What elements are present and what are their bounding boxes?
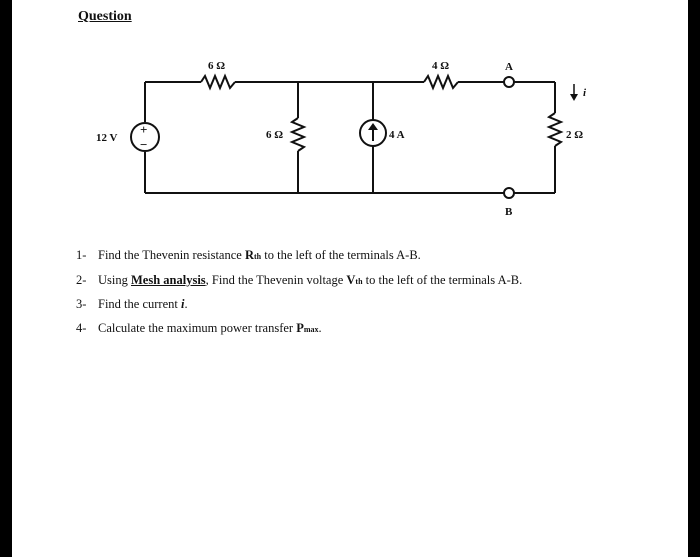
label-current-i: i: [583, 87, 587, 99]
voltage-source-icon: [130, 122, 160, 152]
question-3-number: 3-: [76, 297, 87, 311]
question-1-text: Find the Thevenin resistance: [98, 248, 245, 262]
question-1-tail: to the left of the terminals A-B.: [261, 248, 421, 262]
source-plus-sign: +: [140, 122, 147, 137]
label-6ohm-mid: 6 Ω: [266, 129, 283, 141]
question-2-middle: , Find the Thevenin voltage: [205, 273, 347, 287]
terminal-a-node: [503, 76, 515, 88]
resistor-4ohm: [423, 73, 459, 91]
question-1-subscript: th: [254, 252, 262, 261]
current-i-arrow-head: [570, 94, 578, 101]
question-2-symbol: V: [346, 273, 356, 287]
question-2-subscript: th: [355, 277, 363, 286]
question-3: 3- Find the current i.: [76, 297, 188, 312]
resistor-6ohm-mid: [289, 117, 307, 152]
question-3-text: Find the current: [98, 297, 181, 311]
question-1-symbol: R: [244, 248, 254, 262]
label-terminal-a: A: [505, 61, 513, 73]
label-12v: 12 V: [96, 132, 118, 144]
question-4-symbol: P: [296, 321, 304, 335]
label-2ohm: 2 Ω: [566, 129, 583, 141]
resistor-2ohm: [546, 112, 564, 147]
question-2: 2- Using Mesh analysis, Find the Thevenin…: [76, 273, 522, 288]
source-minus-sign: −: [140, 137, 147, 152]
question-3-symbol: i: [180, 297, 185, 311]
question-2-number: 2-: [76, 273, 87, 287]
question-2-method: Mesh analysis: [131, 273, 206, 287]
question-4-tail: .: [318, 321, 322, 335]
circuit-diagram: + − 6 Ω 4 Ω A 12 V 6 Ω 4 A 2 Ω i B: [96, 60, 587, 218]
label-6ohm-top: 6 Ω: [208, 60, 225, 72]
terminal-b-node: [503, 187, 515, 199]
resistor-6ohm-top: [200, 73, 236, 91]
label-4a: 4 A: [389, 129, 405, 141]
question-4-number: 4-: [76, 321, 87, 335]
document-sheet: [12, 0, 688, 557]
label-4ohm: 4 Ω: [432, 60, 449, 72]
question-2-tail: to the left of the terminals A-B.: [362, 273, 523, 287]
question-1: 1- Find the Thevenin resistance Rth to th…: [76, 248, 421, 263]
question-2-text: Using: [98, 273, 131, 287]
question-4-subscript: max: [303, 325, 319, 334]
current-source-arrow-head: [368, 123, 378, 130]
question-heading: Question: [78, 9, 132, 24]
question-1-number: 1-: [76, 248, 87, 262]
question-4-text: Calculate the maximum power transfer: [98, 321, 297, 335]
question-4: 4- Calculate the maximum power transfer P…: [76, 321, 322, 336]
question-3-tail: .: [184, 297, 188, 311]
label-terminal-b: B: [505, 206, 513, 218]
